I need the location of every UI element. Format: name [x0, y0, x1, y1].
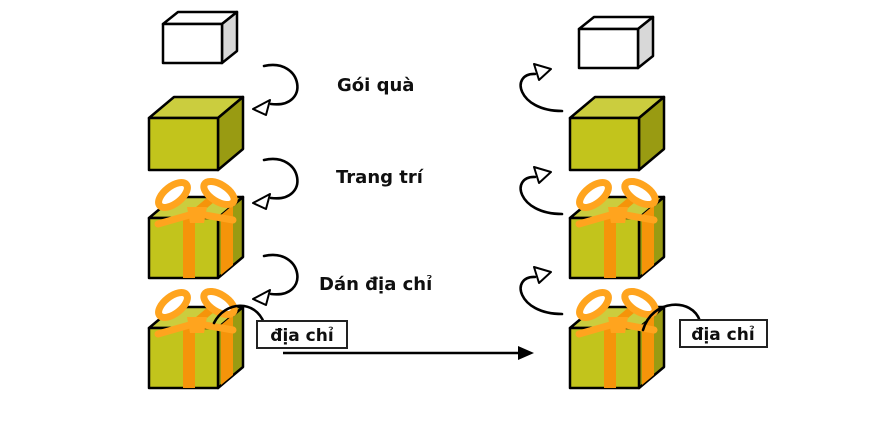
right-address-tag-box	[679, 319, 768, 348]
reverse-step-arrow-1	[519, 63, 564, 113]
step-label-wrap: Gói quà	[337, 75, 414, 96]
right-plain-box	[577, 15, 655, 70]
left-address-tag-box	[256, 320, 348, 349]
reverse-step-arrow-2	[519, 166, 564, 216]
right-address-tag-label: địa chỉ	[691, 325, 755, 345]
right-decorated-box	[570, 177, 664, 278]
right-wrapped-box	[568, 95, 666, 172]
flow-arrow	[283, 346, 534, 360]
left-tag-connector	[212, 304, 266, 325]
reverse-step-arrow-3	[519, 266, 564, 316]
left-addressed-box	[149, 287, 243, 388]
right-tag-connector	[641, 303, 702, 332]
left-address-tag-label: địa chỉ	[270, 326, 334, 346]
step-label-decorate: Trang trí	[336, 167, 424, 188]
wrap-step-arrow	[252, 63, 299, 116]
address-step-arrow	[252, 253, 299, 306]
left-plain-box	[161, 10, 239, 65]
left-wrapped-box	[147, 95, 245, 172]
left-decorated-box	[149, 177, 243, 278]
step-label-address: Dán địa chỉ	[319, 274, 432, 295]
decorate-step-arrow	[252, 157, 299, 210]
right-addressed-box	[570, 287, 664, 388]
